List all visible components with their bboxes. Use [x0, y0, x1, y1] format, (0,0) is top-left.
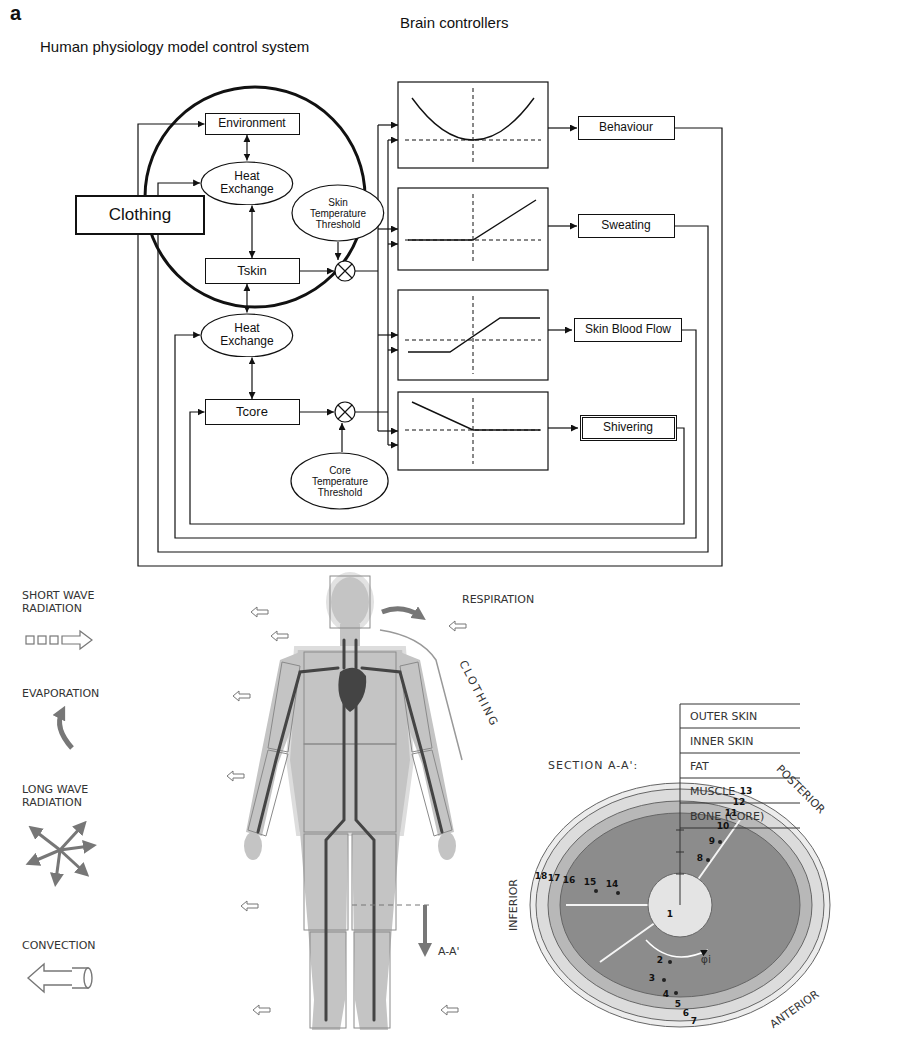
threshold-oval: Skin Temperature Threshold [291, 184, 385, 242]
node-label: Skin Blood Flow [585, 323, 671, 336]
heat-transfer-label: CONVECTION [22, 940, 96, 953]
section-title: Human physiology model control system [40, 38, 309, 55]
point-number: 10 [717, 821, 730, 831]
heat-exchange-oval: Heat Exchange [200, 161, 294, 206]
clothing-outline [380, 630, 462, 760]
panel-letter: a [10, 2, 21, 25]
output-box: Sweating [578, 214, 675, 238]
direction-label: INFERIOR [508, 879, 521, 931]
point-number: 16 [563, 875, 576, 885]
section-label: SECTION A-A': [548, 760, 638, 773]
signal-arrow [246, 135, 247, 161]
layer-label: FAT [690, 761, 709, 774]
node-label: Tcore [236, 405, 268, 419]
threshold-oval: Core Temperature Threshold [290, 452, 389, 510]
node-label: Heat Exchange [216, 170, 278, 196]
point-number: 8 [697, 853, 703, 863]
flux-arrows [227, 607, 466, 1015]
node-label: Core Temperature Threshold [307, 465, 373, 498]
controller-boxes [398, 82, 548, 470]
signal-arrow [190, 412, 684, 524]
signal-arrow [138, 124, 722, 566]
point-number: 17 [548, 873, 561, 883]
oval-shape [292, 185, 384, 241]
signal-arrow [246, 284, 247, 313]
convection-icon [28, 964, 92, 992]
environment-box: Environment [205, 113, 300, 135]
signal-arrow [251, 357, 252, 399]
point-number: 2 [657, 955, 663, 965]
temperature-box: Tcore [205, 399, 300, 425]
layer-label: INNER SKIN [690, 736, 753, 749]
point-number: 9 [709, 836, 715, 846]
heat-transfer-label: LONG WAVE RADIATION [22, 784, 122, 809]
controller-curves [408, 98, 540, 430]
point-number: 18 [535, 871, 548, 881]
short-wave-icon [26, 631, 92, 649]
evaporation-icon [60, 712, 72, 748]
point-number: 14 [606, 879, 619, 889]
node-label: Clothing [109, 206, 171, 225]
heat-transfer-label: SHORT WAVE RADIATION [22, 590, 122, 615]
node-label: Tskin [237, 264, 267, 278]
point-number: 7 [691, 1016, 697, 1026]
node-label: Sweating [601, 219, 650, 232]
controller-axes [405, 88, 541, 464]
signal-arrow [158, 183, 708, 552]
node-label: Skin Temperature Threshold [307, 197, 369, 230]
output-box: Skin Blood Flow [574, 318, 682, 342]
heat-transfer-label: RESPIRATION [462, 594, 534, 607]
human-body [244, 572, 456, 1030]
oval-shape [201, 162, 293, 205]
point-number: 4 [663, 989, 669, 999]
point-number: 13 [740, 786, 753, 796]
node-label: Environment [218, 117, 285, 130]
section-marker: A-A' [438, 946, 460, 959]
oval-shape [291, 453, 388, 509]
node-label: Behaviour [599, 121, 653, 134]
point-number: 5 [675, 999, 681, 1009]
output-box: Shivering [580, 415, 677, 441]
summing-junctions [335, 261, 355, 422]
angle-arc [646, 940, 708, 957]
point-number: 6 [683, 1008, 689, 1018]
node-label: Shivering [603, 421, 653, 434]
point-number: 12 [733, 797, 746, 807]
point-number: 1 [667, 909, 673, 919]
node-label: Heat Exchange [216, 322, 278, 348]
point-number: 3 [649, 973, 655, 983]
direction-label: POSTERIOR [773, 763, 827, 817]
layer-label: MUSCLE [690, 786, 735, 799]
signal-arrow [251, 205, 252, 258]
layer-label: OUTER SKIN [690, 711, 757, 724]
point-number: 11 [725, 808, 738, 818]
heat-exchange-oval: Heat Exchange [200, 313, 294, 358]
section-points [594, 840, 722, 995]
temperature-box: Tskin [205, 258, 300, 284]
output-box: Behaviour [578, 116, 675, 140]
clothing-label: CLOTHING [456, 659, 500, 730]
point-number: 15 [584, 877, 597, 887]
oval-shape [201, 314, 293, 357]
heat-transfer-label: EVAPORATION [22, 688, 99, 701]
angle-label: φi [701, 954, 711, 967]
signal-arrow [175, 330, 696, 538]
clothing-box: Clothing [75, 195, 205, 235]
section-title: Brain controllers [400, 14, 508, 31]
layer-table [676, 704, 800, 905]
respiration-arrow [382, 609, 420, 616]
long-wave-icon [32, 826, 90, 880]
section-arrow [352, 905, 430, 950]
